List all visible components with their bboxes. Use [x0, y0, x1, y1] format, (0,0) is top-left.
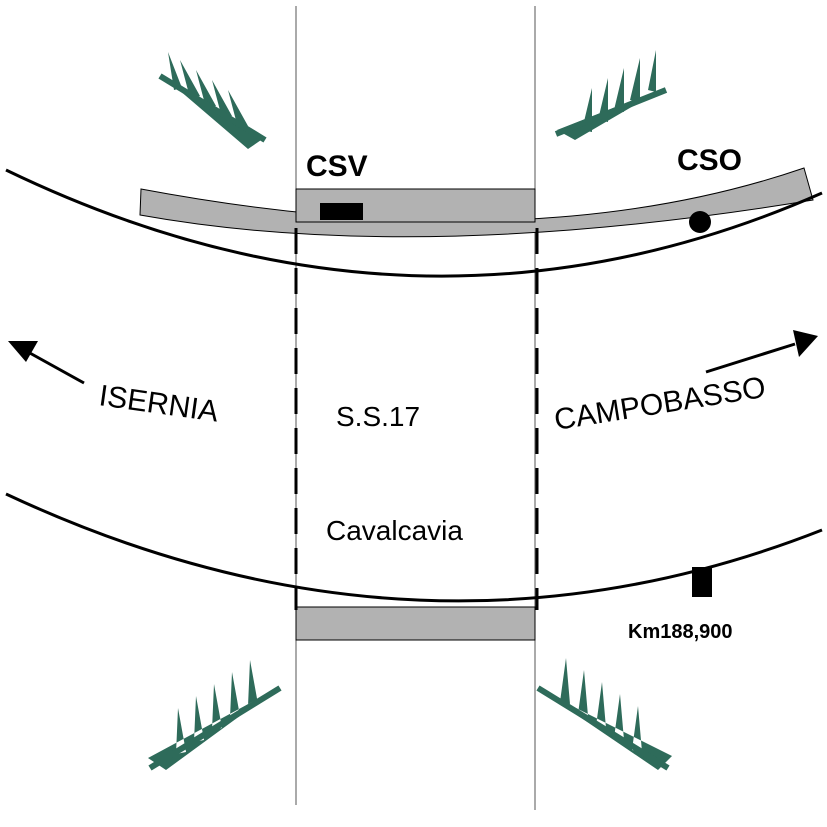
embankment-hatch-bottom-left-icon [148, 660, 282, 771]
isernia-label: ISERNIA [97, 379, 220, 428]
road-edge-top [5, 168, 823, 278]
road-label: S.S.17 [336, 401, 420, 432]
campobasso-label: CAMPOBASSO [552, 371, 768, 437]
arrow-isernia-icon [8, 341, 85, 385]
overpass-label: Cavalcavia [326, 515, 463, 546]
embankment-hatch-bottom-right-icon [536, 658, 672, 771]
embankment-hatch-top-right-icon [554, 50, 668, 140]
overpass-deck-bottom [295, 606, 536, 641]
km-marker-label: Km188,900 [628, 621, 733, 643]
overpass-outline [294, 228, 539, 610]
cso-label: CSO [677, 144, 742, 177]
arrow-campobasso-icon [705, 330, 818, 374]
cso-marker-icon [689, 211, 711, 233]
embankment-hatch-top-left-icon [158, 52, 267, 149]
csv-marker-icon [320, 203, 363, 220]
csv-label: CSV [306, 150, 368, 183]
km-marker-icon [692, 567, 712, 597]
